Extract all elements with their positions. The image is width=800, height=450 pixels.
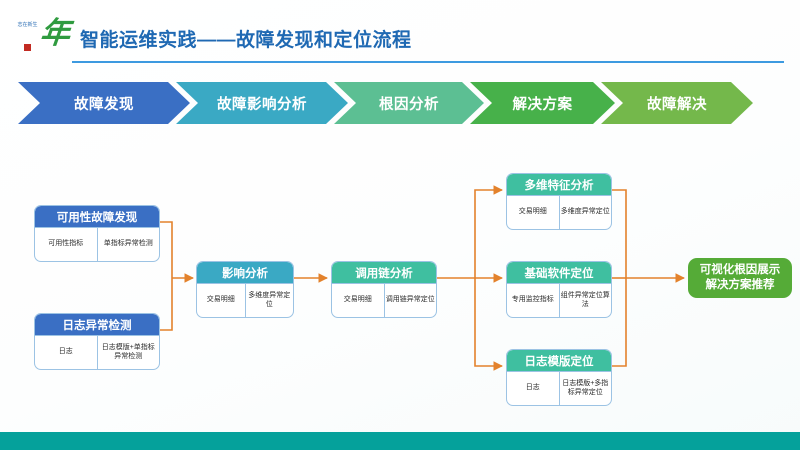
flow-node-cell: 日志: [525, 384, 540, 392]
flow-node-cells: 交易明细 多维度异常定位: [197, 283, 293, 317]
flow-node-root-cause-visualization[interactable]: 可视化根因展示 解决方案推荐: [688, 258, 792, 298]
process-step-label: 故障影响分析: [217, 96, 307, 113]
title-underline-divider: [72, 61, 784, 63]
flow-node-title: 可用性故障发现: [35, 206, 159, 227]
process-step-label: 故障解决: [647, 96, 707, 113]
edge-split-to-logtemplate: [474, 278, 503, 371]
flow-node-cells: 交易明细 多维度异常定位: [507, 195, 611, 229]
flow-node-title: 基础软件定位: [507, 262, 611, 283]
process-step-5[interactable]: 故障解决: [601, 82, 753, 124]
edge-split-to-multidim: [474, 185, 503, 278]
flow-node-cell: 交易明细: [206, 296, 235, 304]
flow-node-infrastructure-software-location[interactable]: 基础软件定位专用监控指标组件异常定位算法: [506, 261, 612, 318]
process-chevron-bar: 故障发现 故障影响分析 根因分析 解决方案 故障解决: [18, 82, 782, 124]
flow-node-cell: 组件异常定位算法: [558, 284, 612, 317]
flow-node-cells: 可用性指标 单指标异常检测: [35, 227, 159, 261]
flow-node-cell: 多维度异常定位: [558, 196, 612, 229]
process-step-label: 根因分析: [379, 96, 439, 113]
flow-node-log-anomaly-detection[interactable]: 日志异常检测日志 日志模版+单指标异常检测: [34, 313, 160, 370]
flow-node-title: 日志模版定位: [507, 350, 611, 371]
flow-node-title: 多维特征分析: [507, 174, 611, 195]
flow-node-cell: 专用监控指标: [511, 296, 554, 304]
logo-brush-glyph: 年: [38, 17, 72, 50]
page-title: 智能运维实践——故障发现和定位流程: [80, 30, 412, 51]
flow-node-cell: 调用链异常定位: [383, 284, 437, 317]
flow-node-cells: 日志 日志模版+单指标异常检测: [35, 335, 159, 369]
flow-node-cell: 可用性指标: [48, 240, 84, 248]
edge-availability-to-merge: [160, 221, 173, 278]
edge-log-to-merge: [160, 278, 173, 331]
process-step-4[interactable]: 解决方案: [470, 82, 615, 124]
flow-node-multidim-feature-analysis[interactable]: 多维特征分析交易明细 多维度异常定位: [506, 173, 612, 230]
process-step-2[interactable]: 故障影响分析: [176, 82, 348, 124]
logo-vertical-text: 志在新生: [17, 22, 38, 28]
flow-node-title: 影响分析: [197, 262, 293, 283]
flow-node-cell: 日志模版+单指标异常检测: [96, 336, 160, 369]
process-step-3[interactable]: 根因分析: [334, 82, 484, 124]
flow-node-cells: 日志 日志模版+多指标异常定位: [507, 371, 611, 405]
flow-node-cell: 日志模版+多指标异常定位: [558, 372, 612, 405]
flow-node-availability-fault-discovery[interactable]: 可用性故障发现可用性指标 单指标异常检测: [34, 205, 160, 262]
bottom-accent-band: [0, 432, 800, 450]
process-step-1[interactable]: 故障发现: [18, 82, 190, 124]
flow-node-title: 日志异常检测: [35, 314, 159, 335]
flow-node-cell: 交易明细: [518, 208, 547, 216]
red-seal-icon: [24, 44, 31, 51]
flow-node-cells: 专用监控指标组件异常定位算法: [507, 283, 611, 317]
brand-logo: 志在新生 年: [14, 17, 76, 59]
flow-node-log-template-location[interactable]: 日志模版定位日志 日志模版+多指标异常定位: [506, 349, 612, 406]
process-step-label: 故障发现: [74, 96, 134, 113]
flow-node-trace-analysis[interactable]: 调用链分析交易明细 调用链异常定位: [331, 261, 437, 318]
flow-node-cell: 多维度异常定位: [244, 284, 294, 317]
process-step-label: 解决方案: [512, 96, 573, 113]
flow-node-cells: 交易明细 调用链异常定位: [332, 283, 436, 317]
flow-node-title: 调用链分析: [332, 262, 436, 283]
flow-node-impact-analysis[interactable]: 影响分析交易明细 多维度异常定位: [196, 261, 294, 318]
flow-node-cell: 日志: [58, 348, 73, 356]
edge-logtemplate-to-merge: [612, 278, 627, 367]
edge-multidim-to-merge: [612, 189, 627, 278]
flow-node-cell: 交易明细: [343, 296, 372, 304]
flow-node-cell: 单指标异常检测: [96, 228, 160, 261]
